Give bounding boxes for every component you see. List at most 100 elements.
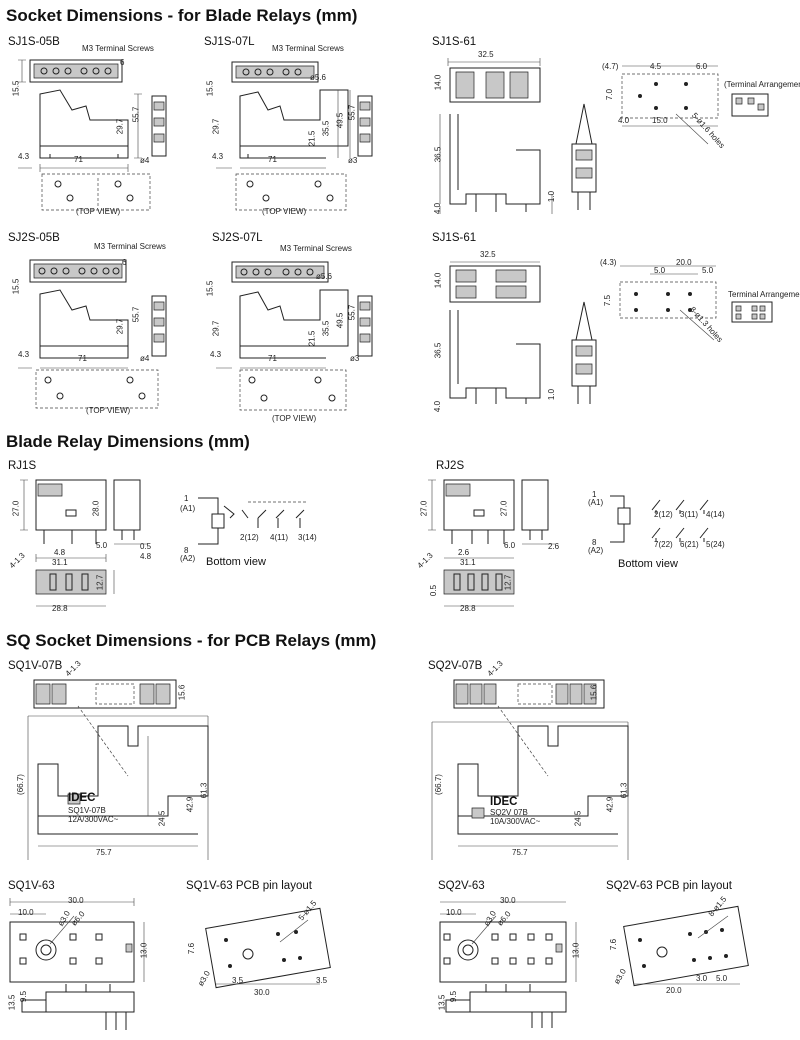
rj2s-pin-1: 1 [592, 490, 597, 499]
dim-66-7: (66.7) [15, 774, 25, 795]
section-title-socket-blade: Socket Dimensions - for Blade Relays (mm… [6, 6, 358, 25]
sq1v63-drawing [6, 896, 156, 1036]
sq1v-marking: SQ1V-07B 12A/300VAC~ [68, 806, 119, 824]
dim-42-9: 42.9 [605, 796, 615, 813]
dim-5-0: 5.0 [716, 974, 728, 983]
brand-label: IDEC [68, 792, 96, 804]
dim-71: 71 [78, 354, 87, 363]
dim-1-0: 1.0 [547, 190, 557, 203]
dim-4-3: 4.3 [18, 350, 30, 359]
dim-15-5: 15.5 [205, 280, 215, 297]
dim-0-5: 0.5 [140, 542, 152, 551]
model-label-sq2v63-pcb: SQ2V-63 PCB pin layout [606, 880, 732, 892]
dim-36-5: 36.5 [433, 146, 443, 163]
dim-0-5: 0.5 [429, 584, 439, 597]
rj2s-pin-5: 5(24) [706, 540, 725, 549]
dim-5-0b: 5.0 [702, 266, 714, 275]
dim-3-5b: 3.5 [316, 976, 328, 985]
m3-screws-label: M3 Terminal Screws [280, 244, 352, 253]
dim-21-5: 21.5 [307, 130, 317, 147]
dim-27-0: 27.0 [11, 500, 21, 517]
sj2s05b-drawing [10, 250, 170, 420]
model-label-rj2s: RJ2S [436, 460, 465, 472]
dim-55-7: 55.7 [131, 106, 141, 123]
dim-5-0: 5.0 [96, 541, 108, 550]
dim-2-6b: 2.6 [548, 542, 560, 551]
dim-24-5: 24.5 [573, 810, 583, 827]
dim-14-0: 14.0 [433, 272, 443, 289]
rj1s-drawing [10, 476, 200, 616]
dim-35-5: 35.5 [321, 120, 331, 137]
rj2s-pin-6: 6(21) [680, 540, 699, 549]
terminal-arrangement-label: (Terminal Arrangement) [724, 80, 800, 89]
dim-55-7: 55.7 [347, 304, 357, 321]
dim-7-6: 7.6 [609, 938, 619, 951]
model-label-sj1s07l: SJ1S-07L [204, 36, 255, 48]
dim-4-0: 4.0 [433, 400, 443, 413]
sq2v-marking: SQ2V 07B 10A/300VAC~ [490, 808, 541, 826]
dim-12-7: 12.7 [503, 574, 513, 591]
top-view-label: (TOP VIEW) [86, 406, 131, 415]
dim-phi3: ø3 [348, 156, 358, 165]
rj2s-pin-7: 7(22) [654, 540, 673, 549]
rj2s-pin-4: 4(14) [706, 510, 725, 519]
dim-30-0: 30.0 [68, 896, 84, 905]
dim-4-8: 4.8 [54, 548, 66, 557]
dim-9-5: 9.5 [449, 990, 459, 1003]
dim-20-0: 20.0 [666, 986, 682, 995]
dim-21-5: 21.5 [307, 330, 317, 347]
dim-29-7: 29.7 [211, 320, 221, 337]
rj1s-pin-3: 3(14) [298, 533, 317, 542]
dim-7-0: 7.0 [605, 88, 615, 101]
dim-24-5: 24.5 [157, 810, 167, 827]
top-view-label: (TOP VIEW) [272, 414, 317, 423]
dim-2-6: 2.6 [458, 548, 470, 557]
dim-30-0: 30.0 [254, 988, 270, 997]
dim-1-0: 1.0 [547, 388, 557, 401]
rj1s-pin-1: 1 [184, 494, 189, 503]
dim-61-3: 61.3 [619, 782, 629, 799]
rj1s-pin-a2: (A2) [180, 554, 196, 563]
dim-61-3: 61.3 [199, 782, 209, 799]
bottom-view-label: Bottom view [206, 556, 266, 568]
dim-7-5: 7.5 [603, 294, 613, 307]
dim-phi4: ø4 [140, 156, 150, 165]
dim-4-3p: (4.3) [600, 258, 617, 267]
dim-15-6: 15.6 [177, 684, 187, 701]
dim-71: 71 [268, 155, 277, 164]
rj1s-pin-2: 2(12) [240, 533, 259, 542]
dim-35-5: 35.5 [321, 320, 331, 337]
dim-49-5: 49.5 [335, 112, 345, 129]
m3-screws-label: M3 Terminal Screws [82, 44, 154, 53]
model-label-sq1v63: SQ1V-63 [8, 880, 55, 892]
dim-36-5: 36.5 [433, 342, 443, 359]
rj2s-pin-a1: (A1) [588, 498, 604, 507]
sj1s61-drawing-b [436, 254, 796, 424]
dim-10-0: 10.0 [18, 908, 34, 917]
dim-66-7: (66.7) [433, 774, 443, 795]
model-label-sq1v63-pcb: SQ1V-63 PCB pin layout [186, 880, 312, 892]
dim-6-0: 6.0 [696, 62, 708, 71]
model-label-rj1s: RJ1S [8, 460, 37, 472]
m3-screws-label: M3 Terminal Screws [272, 44, 344, 53]
dim-31-1: 31.1 [52, 558, 68, 567]
bottom-view-label: Bottom view [618, 558, 678, 570]
dim-4-8b: 4.8 [140, 552, 152, 561]
dim-14-0: 14.0 [433, 74, 443, 91]
rj2s-drawing [418, 476, 608, 616]
brand-label: IDEC [490, 796, 518, 808]
dim-75-7: 75.7 [512, 848, 528, 857]
dim-55-7: 55.7 [131, 306, 141, 323]
rj1s-pin-8: 8 [184, 546, 189, 555]
sq2v63-pcb-drawing [618, 912, 758, 992]
dim-4-0: 4.0 [433, 202, 443, 215]
dim-7-6: 7.6 [187, 942, 197, 955]
dim-71: 71 [74, 155, 83, 164]
dim-15-5: 15.5 [205, 80, 215, 97]
dim-30-0: 30.0 [500, 896, 516, 905]
rj2s-pin-a2: (A2) [588, 546, 604, 555]
section-title-sq-socket: SQ Socket Dimensions - for PCB Relays (m… [6, 631, 377, 650]
dim-13-5: 13.5 [7, 994, 17, 1011]
dim-31-1: 31.1 [460, 558, 476, 567]
rj2s-pin-3: 3(11) [680, 510, 699, 519]
